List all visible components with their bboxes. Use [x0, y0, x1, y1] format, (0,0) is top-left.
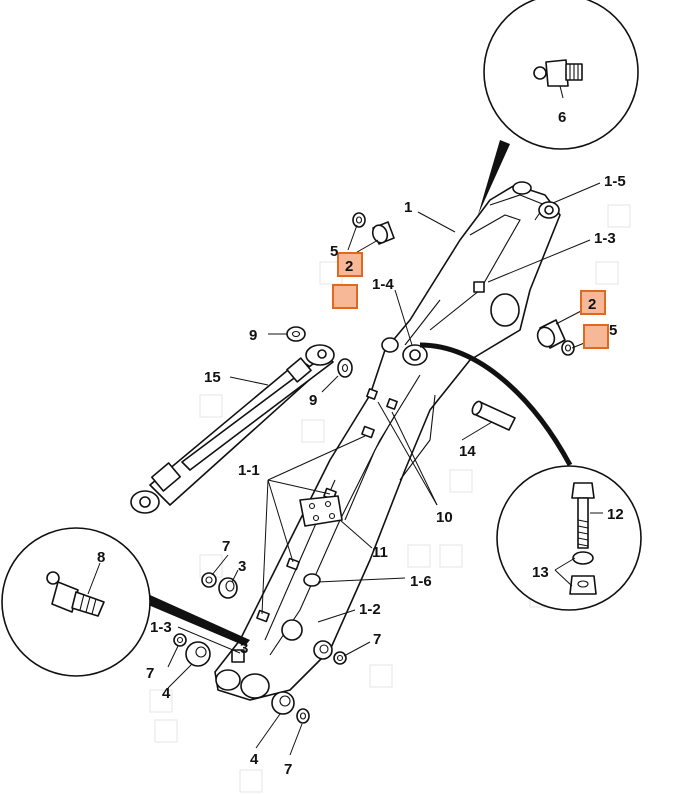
grease-nipple-icon: [533, 59, 583, 87]
callout-1-1[interactable]: 1-1: [238, 462, 260, 479]
bushing-4-left[interactable]: [185, 641, 211, 667]
washer-7-left[interactable]: [201, 572, 217, 588]
washer-7-bottom[interactable]: [296, 708, 310, 724]
callout-1-4[interactable]: 1-4: [372, 276, 394, 293]
nut-icon: [569, 551, 597, 595]
bushing-2-upper-left[interactable]: [370, 221, 395, 245]
grease-fitting-icon: [46, 571, 105, 617]
bushing-4-bottom[interactable]: [271, 691, 295, 715]
callout-13[interactable]: 13: [532, 564, 549, 581]
callout-1-6[interactable]: 1-6: [410, 573, 432, 590]
callout-7-left-lower[interactable]: 7: [146, 665, 154, 682]
detail-circle-8: [1, 527, 250, 677]
callout-1-2[interactable]: 1-2: [359, 601, 381, 618]
callout-11[interactable]: 11: [372, 544, 388, 561]
washer-7-right[interactable]: [333, 651, 347, 665]
callout-7-upper-left[interactable]: 7: [222, 538, 230, 555]
boom-arm[interactable]: [214, 181, 561, 701]
seal-5-upper-left[interactable]: [352, 212, 366, 228]
washer-9-upper[interactable]: [286, 326, 306, 342]
hotspot-empty-upper-left[interactable]: [332, 284, 358, 309]
callout-7-bottom[interactable]: 7: [284, 761, 292, 778]
callout-12[interactable]: 12: [607, 506, 624, 523]
hotspot-5-right[interactable]: [583, 324, 609, 349]
callout-1[interactable]: 1: [404, 199, 412, 216]
callout-9-upper[interactable]: 9: [249, 327, 257, 344]
bushing-3-left[interactable]: [218, 577, 238, 599]
callout-3-left[interactable]: 3: [238, 558, 246, 575]
washer-9-lower[interactable]: [337, 358, 353, 378]
bolt-icon: [571, 482, 595, 549]
seal-5-right[interactable]: [561, 340, 575, 356]
callout-4-left[interactable]: 4: [162, 685, 171, 702]
pin-14[interactable]: [470, 400, 516, 431]
washer-7-left-lower[interactable]: [173, 633, 187, 647]
detail-circle-6: [478, 0, 639, 215]
callout-10[interactable]: 10: [436, 509, 453, 526]
callout-9-lower[interactable]: 9: [309, 392, 317, 409]
callout-1-3-upper[interactable]: 1-3: [594, 230, 616, 247]
plate-11[interactable]: [299, 495, 343, 527]
detail-circle-12-13: [419, 342, 642, 611]
callout-2-upper-left[interactable]: 2: [345, 258, 353, 275]
leader-lines: [87, 85, 605, 756]
callout-3-right[interactable]: 3: [240, 640, 248, 657]
bushing-2-right[interactable]: [535, 319, 566, 349]
callout-labels: 1 1-5 1-3 1-4 5 2 2 5 9 15 9 14 1-1 10 1…: [97, 109, 626, 778]
callout-7-right[interactable]: 7: [373, 631, 381, 648]
bushing-3-right[interactable]: [313, 640, 333, 660]
hotspot-2-upper-left[interactable]: [337, 252, 363, 277]
callout-14[interactable]: 14: [459, 443, 476, 460]
callout-2-right[interactable]: 2: [588, 296, 596, 313]
callout-8[interactable]: 8: [97, 549, 105, 566]
callout-1-3-lower[interactable]: 1-3: [150, 619, 172, 636]
hotspots: [332, 252, 609, 349]
callout-5-right[interactable]: 5: [609, 322, 617, 339]
hydraulic-cylinder[interactable]: [130, 344, 335, 514]
callout-6[interactable]: 6: [558, 109, 566, 126]
callout-1-5[interactable]: 1-5: [604, 173, 626, 190]
callout-4-bottom[interactable]: 4: [250, 751, 259, 768]
callout-15[interactable]: 15: [204, 369, 221, 386]
hotspot-2-right[interactable]: [580, 290, 606, 315]
callout-5-upper-left[interactable]: 5: [330, 243, 338, 260]
